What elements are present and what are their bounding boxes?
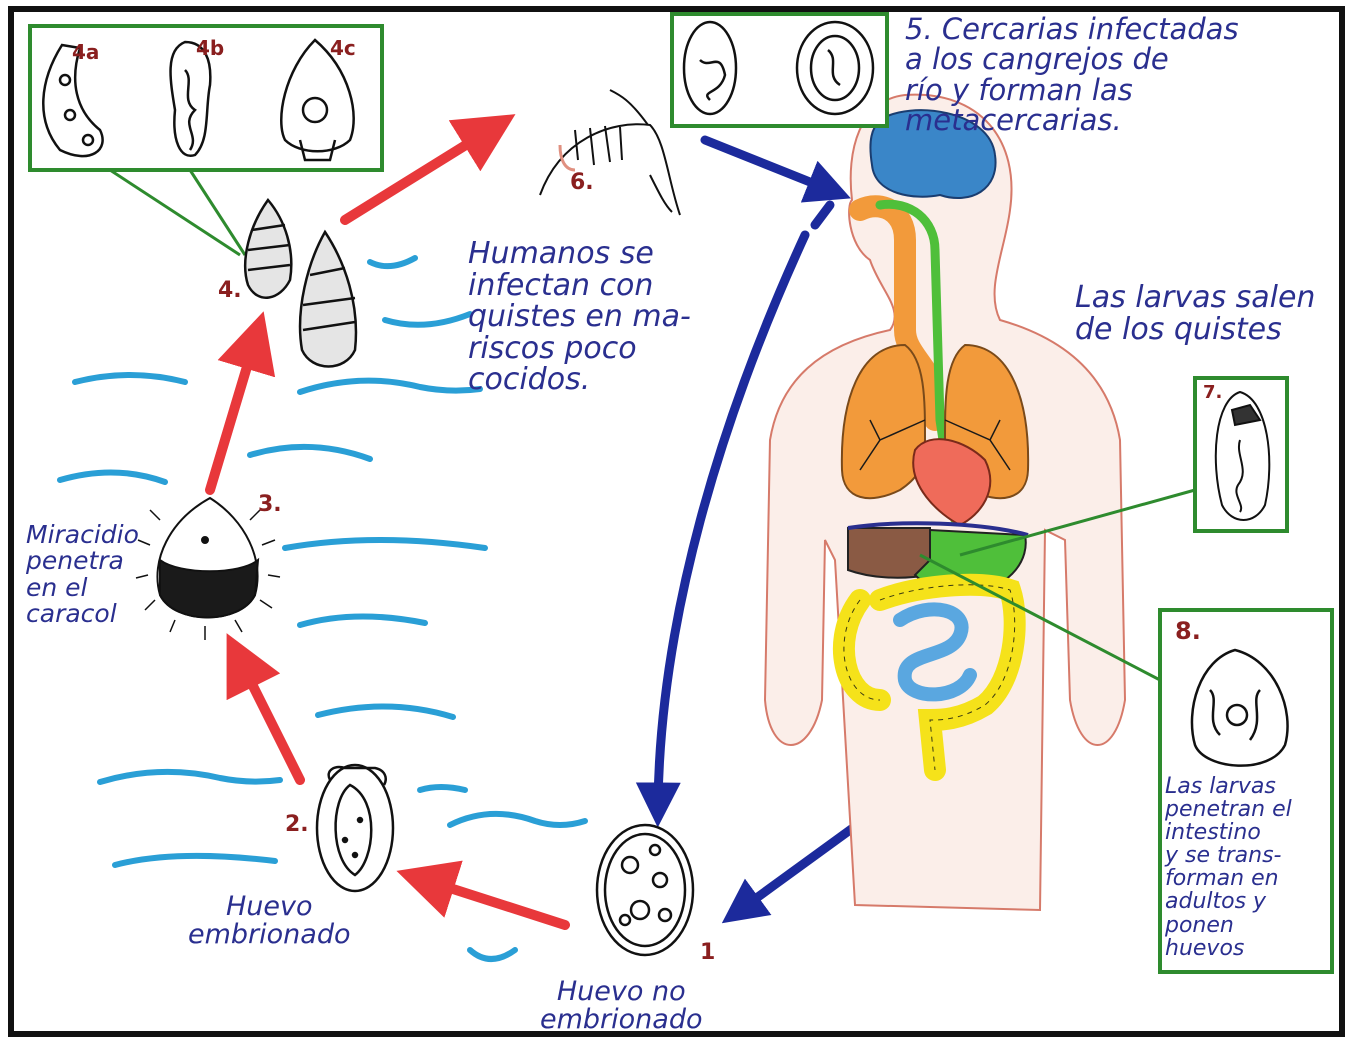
step2-caption: Huevo embrionado: [188, 893, 351, 950]
step8-number: 8.: [1175, 617, 1201, 645]
step4c-label: 4c: [330, 36, 356, 60]
step5-metacercaria-box: [672, 14, 887, 126]
step6-number: 6.: [570, 170, 594, 195]
crab-icon: [540, 90, 680, 215]
step1-number: 1: [700, 940, 715, 965]
step1-caption: Huevo no embrionado: [540, 978, 703, 1035]
step4-number: 4.: [218, 278, 242, 303]
embryonated-egg-icon: [317, 765, 393, 891]
step2-number: 2.: [285, 812, 309, 837]
step3-caption: Miracidio penetra en el caracol: [26, 522, 139, 627]
step6-caption: Humanos se infectan con quistes en ma- r…: [468, 238, 691, 396]
step4b-label: 4b: [196, 36, 224, 60]
step8-caption: Las larvas penetran el intestino y se tr…: [1165, 775, 1292, 960]
miracidium-icon: [136, 498, 280, 640]
unembryonated-egg-icon: [597, 825, 693, 955]
step3-number: 3.: [258, 492, 282, 517]
step7-caption: Las larvas salen de los quistes: [1075, 282, 1315, 345]
step7-number: 7.: [1203, 382, 1222, 403]
step5-caption: 5. Cercarias infectadas a los cangrejos …: [905, 14, 1239, 136]
step4a-label: 4a: [72, 40, 99, 64]
snail-icons: [245, 200, 356, 367]
